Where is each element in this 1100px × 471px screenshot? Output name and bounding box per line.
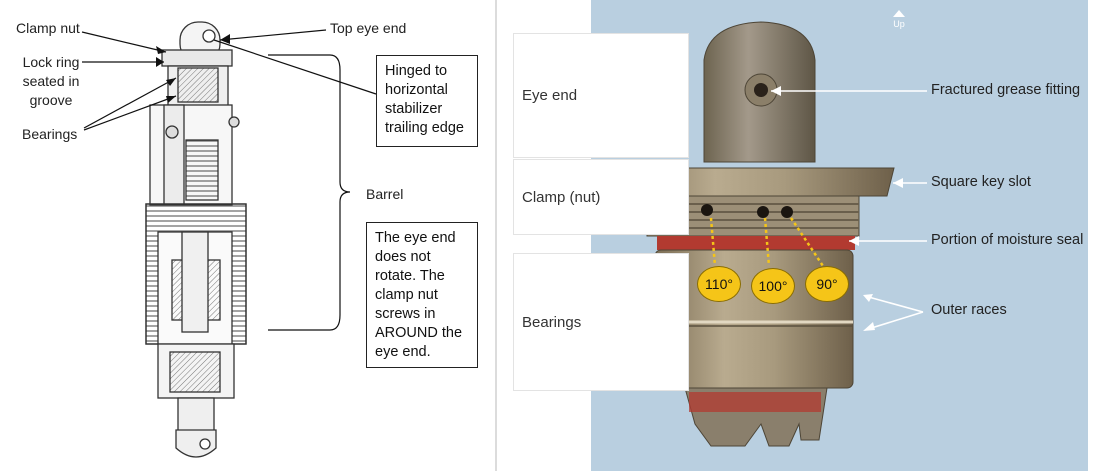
label-lock-ring: Lock ring seated in groove <box>22 54 80 108</box>
side-label-eye-end: Eye end <box>513 33 689 158</box>
side-label-clamp-nut: Clamp (nut) <box>513 159 689 235</box>
jackscrew-cutaway-drawing <box>81 21 377 458</box>
callout-square-key-slot: Square key slot <box>931 174 1031 190</box>
callout-moisture-seal: Portion of moisture seal <box>931 232 1084 248</box>
leader-arrowheads <box>156 34 230 103</box>
callout-outer-races: Outer races <box>931 302 1007 318</box>
note-hinged: Hinged to horizontal stabilizer trailing… <box>376 55 478 147</box>
side-label-bearings: Bearings <box>513 253 689 391</box>
annotated-photo-panel: Eye end Clamp (nut) Bearings 110° 100° 9… <box>499 0 1100 471</box>
label-barrel: Barrel <box>366 186 404 202</box>
photo-leader-arrowheads <box>771 86 903 331</box>
label-bearings: Bearings <box>22 126 78 142</box>
angle-dotted-lines <box>709 217 825 267</box>
up-label: Up <box>893 19 905 29</box>
callout-grease-fitting: Fractured grease fitting <box>931 82 1081 98</box>
angle-badge-110: 110° <box>697 266 741 302</box>
label-clamp-nut: Clamp nut <box>16 20 80 36</box>
angle-badge-100: 100° <box>751 268 795 304</box>
photo-leader-lines <box>771 90 927 331</box>
label-top-eye-end: Top eye end <box>330 20 407 36</box>
up-control[interactable]: Up <box>887 10 911 38</box>
photo-thread-holes <box>701 204 793 218</box>
angle-badge-90: 90° <box>805 266 849 302</box>
cutaway-diagram-panel: Clamp nut Top eye end Lock ring seated i… <box>0 0 497 471</box>
photo-moisture-seal <box>657 236 855 250</box>
jackscrew-body <box>145 21 247 458</box>
note-eye-end-rotation: The eye end does not rotate. The clamp n… <box>366 222 478 368</box>
leader-lines <box>81 29 377 331</box>
up-arrow-icon <box>893 10 905 17</box>
